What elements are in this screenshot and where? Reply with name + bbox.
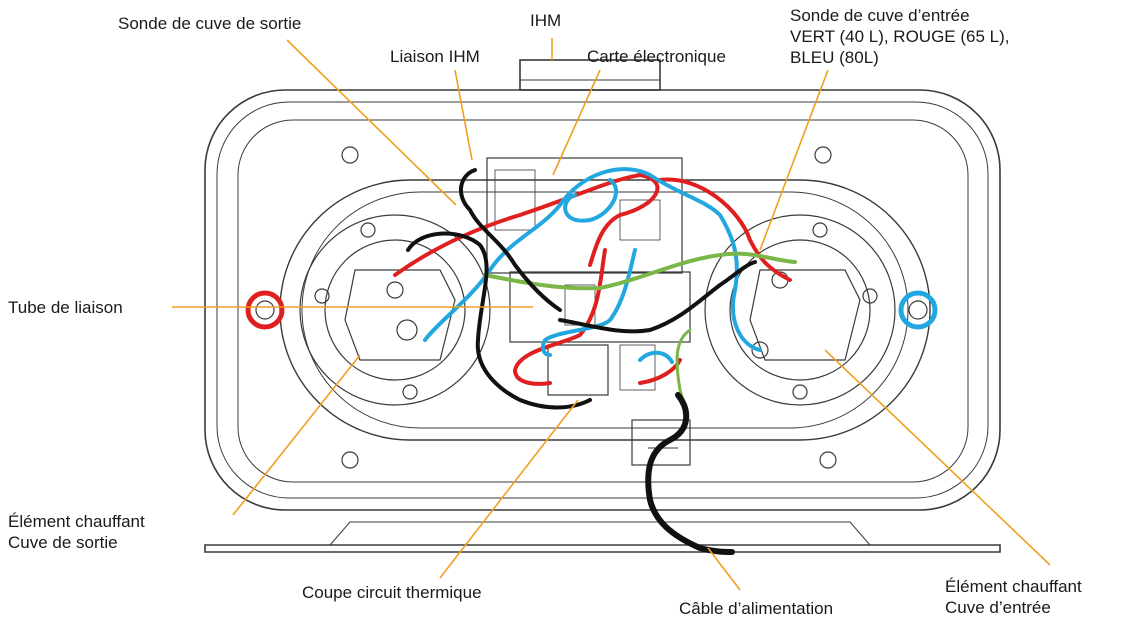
- left-heating-flange: [299, 214, 491, 406]
- mounting-bolts: [314, 146, 878, 469]
- label-element-entree: Élément chauffant Cuve d’entrée: [945, 577, 1082, 617]
- leader-element-sortie: [232, 354, 361, 516]
- leader-element-entree: [824, 349, 1051, 566]
- wire-black-4: [645, 392, 735, 555]
- wire-blue-4: [638, 350, 674, 364]
- thermal-cutout: [547, 344, 609, 396]
- leader-sonde-sortie: [286, 39, 457, 206]
- wire-black-2: [406, 231, 592, 410]
- leader-cable: [707, 547, 741, 591]
- wire-black-1: [459, 168, 562, 312]
- right-heating-flange: [704, 214, 896, 406]
- leader-lines: [172, 38, 1051, 591]
- tank-outline: [279, 179, 931, 441]
- tank-oval: [279, 179, 931, 441]
- leader-sonde-entree: [759, 69, 829, 251]
- wire-red-3: [513, 248, 607, 386]
- wire-red-2: [658, 177, 792, 282]
- label-coupe-circuit: Coupe circuit thermique: [302, 583, 482, 602]
- label-carte: Carte électronique: [587, 47, 726, 66]
- wiring: [393, 167, 797, 555]
- leader-liaison-ihm: [454, 69, 473, 161]
- terminal-box: [631, 419, 691, 466]
- wire-black-3: [558, 260, 757, 334]
- center-components: [486, 157, 691, 466]
- base-stand: [204, 544, 1001, 553]
- wire-green: [483, 251, 797, 291]
- label-ihm: IHM: [530, 11, 562, 30]
- blue-ring: [898, 290, 938, 330]
- label-element-sortie: Élément chauffant Cuve de sortie: [8, 512, 145, 552]
- wire-blue-2: [563, 178, 618, 223]
- wire-red-1: [393, 173, 660, 277]
- label-cable: Câble d’alimentation: [679, 599, 834, 618]
- label-liaison-ihm: Liaison IHM: [390, 47, 480, 66]
- leader-carte: [552, 69, 601, 176]
- label-sonde-sortie: Sonde de cuve de sortie: [118, 14, 302, 33]
- wire-red-4: [638, 358, 682, 385]
- label-sonde-entree: Sonde de cuve d’entrée VERT (40 L), ROUG…: [790, 6, 1010, 67]
- housing-outer: [204, 89, 1001, 511]
- label-tube: Tube de liaison: [8, 298, 123, 317]
- housing: [204, 59, 1001, 553]
- wire-blue-1: [423, 167, 762, 352]
- ihm-block: [519, 59, 661, 91]
- leader-coupe-circuit: [439, 399, 579, 579]
- wire-blue-3: [540, 248, 637, 357]
- connection-rings: [245, 290, 938, 330]
- control-board: [486, 157, 683, 274]
- red-ring: [245, 290, 285, 330]
